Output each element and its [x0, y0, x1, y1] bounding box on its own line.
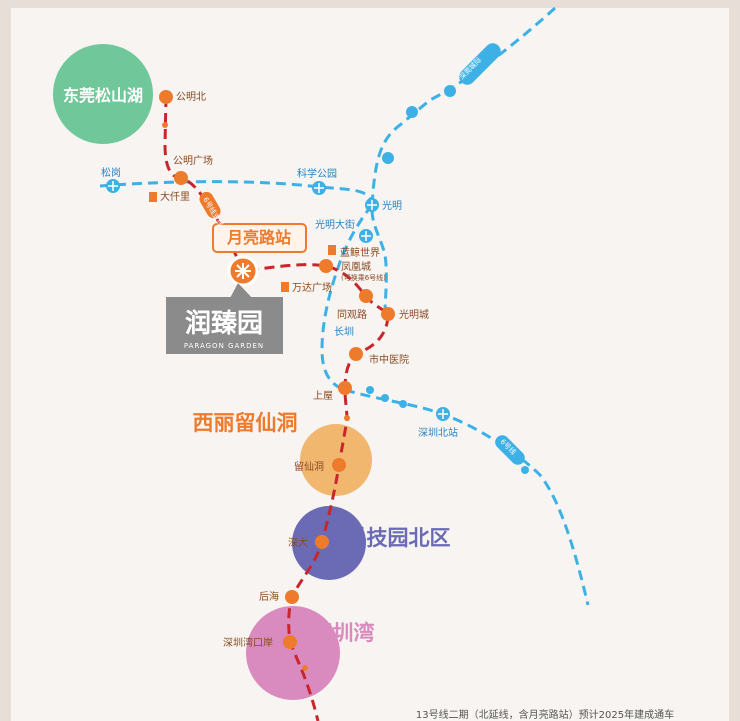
line6-west-path [99, 180, 374, 206]
daqianli-label: 大仟里 [160, 190, 190, 203]
tongguanlu-label: 同观路 [337, 308, 367, 321]
guangming-label: 光明 [382, 199, 402, 212]
xili-label: 西丽留仙洞 [193, 411, 298, 435]
metro-icon [361, 231, 371, 241]
metro-icon [235, 263, 251, 279]
guangmingcheng-label: 光明城 [399, 308, 429, 321]
fenghuangcheng-label: 凤凰城 [341, 261, 371, 273]
houhai-label: 后海 [259, 590, 279, 603]
featured-station-box [212, 223, 307, 253]
shenzhenwankouan-station [283, 635, 297, 649]
fenghuangcheng-station [319, 259, 333, 273]
houhai-station [285, 590, 299, 604]
shenzhenwan-circle [246, 606, 340, 700]
station-dot [344, 415, 350, 421]
project-box [166, 297, 283, 354]
gongmingbei-label: 公明北 [176, 91, 206, 103]
songgang-label: 松岗 [101, 166, 121, 179]
metro-icon [367, 200, 377, 210]
station-dot [381, 394, 389, 402]
gongmingbei-station [159, 90, 173, 104]
guangmingdajie-label: 光明大街 [315, 218, 355, 231]
songshanhu-circle [53, 44, 153, 144]
fenghuangcheng-note: (可换乘6号线) [341, 273, 386, 282]
station-dot [399, 400, 407, 408]
project-name: 润臻园 [185, 308, 263, 339]
metro-icon [438, 409, 448, 419]
station-dot [444, 85, 456, 97]
shenda-station [315, 535, 329, 549]
footnote: 13号线二期（北延线，含月亮路站）预计2025年建成通车 [416, 708, 674, 721]
line6-labels: 松岗 科学公园 光明 光明大街 长圳 深圳北站 [101, 166, 458, 439]
station-dot [302, 665, 308, 671]
featured-station-label: 月亮路站 [226, 228, 291, 247]
line-tag-south [495, 435, 525, 465]
project-name-en: PARAGON GARDEN [184, 342, 264, 350]
metro-icon [314, 183, 324, 193]
kexuegongyuan-label: 科学公园 [297, 167, 337, 180]
lanjing-label: 蓝鲸世界 [340, 246, 380, 259]
line6-branch-path [320, 204, 374, 392]
gongmingguangchang-label: 公明广场 [173, 154, 213, 167]
shenzhenwankouan-label: 深圳湾口岸 [223, 636, 273, 649]
line13-stations [159, 90, 395, 671]
changzhen-label: 长圳 [334, 326, 354, 338]
shizhongyiyuan-label: 市中医院 [369, 353, 409, 366]
wanda-label: 万达广场 [292, 281, 332, 294]
line-tag-north [459, 43, 501, 85]
line13-labels: 公明北 公明广场 大仟里 蓝鲸世界 凤凰城 (可换乘6号线) 万达广场 同观路 … [160, 91, 429, 649]
wanda-poi-icon [281, 282, 289, 292]
shenzhenwan-label: 深圳湾 [312, 621, 375, 645]
line6-station-glyphs [108, 181, 448, 419]
liuxiandong-label: 留仙洞 [294, 460, 324, 473]
station-dot [162, 122, 168, 128]
metro-icon [108, 181, 118, 191]
gongmingguangchang-station [174, 171, 188, 185]
shizhongyiyuan-station [349, 347, 363, 361]
songshanhu-label: 东莞松山湖 [63, 86, 143, 105]
daqianli-poi-icon [149, 192, 157, 202]
shenzhenbeizhan-label: 深圳北站 [418, 426, 458, 439]
lanjing-poi-icon [328, 245, 336, 255]
liuxiandong-station [332, 458, 346, 472]
station-dot [366, 386, 374, 394]
station-dot [521, 466, 529, 474]
shenda-label: 深大 [288, 536, 308, 549]
kejiyuan-circle [292, 506, 366, 580]
shangwu-station [338, 381, 352, 395]
station-dot [382, 152, 394, 164]
shangwu-label: 上屋 [313, 390, 333, 402]
kejiyuan-label: 科技园北区 [346, 526, 451, 550]
tongguanlu-station [359, 289, 373, 303]
guangmingcheng-station [381, 307, 395, 321]
line-tag-6b [199, 191, 221, 219]
station-dot [406, 106, 418, 118]
